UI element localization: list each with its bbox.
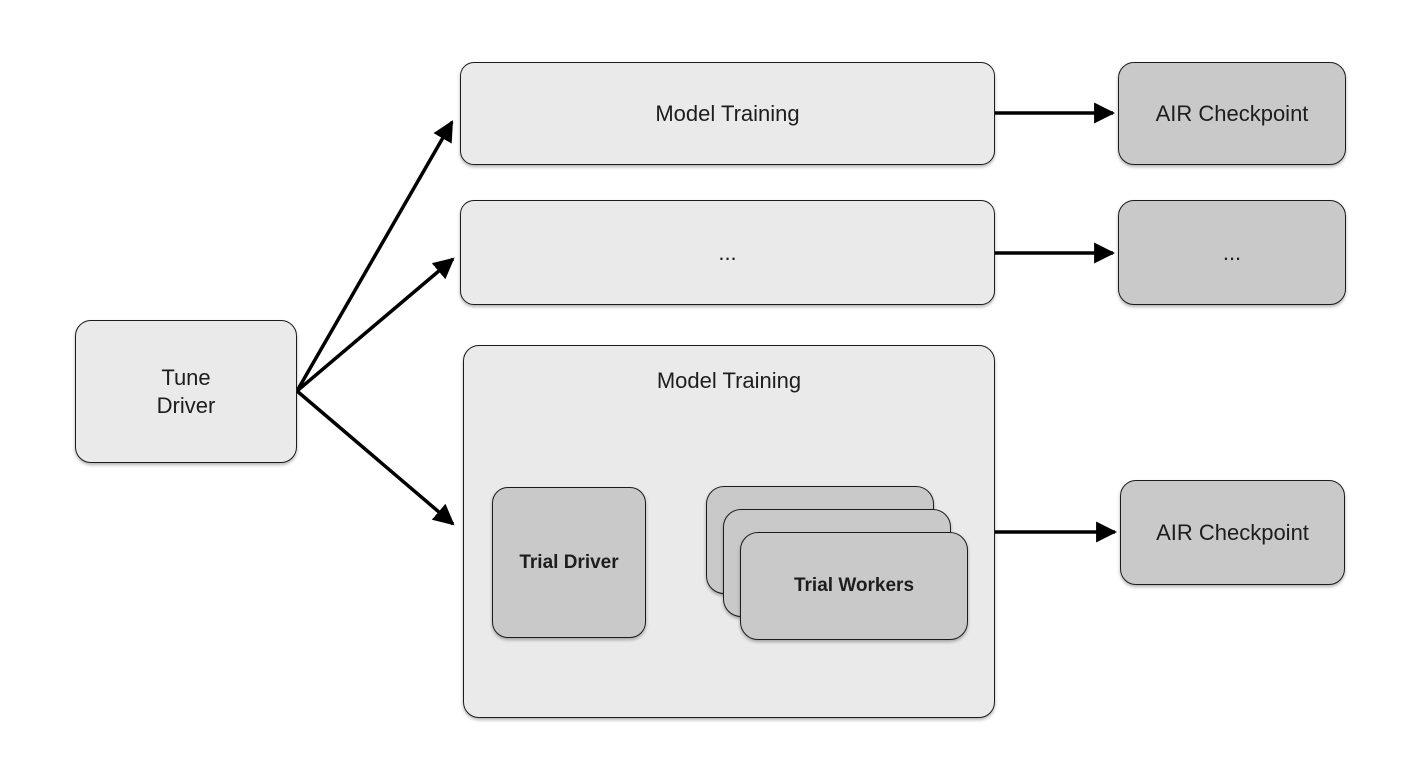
node-checkpoint-ellipsis: ... [1118,200,1346,305]
model-training-top-label: Model Training [655,100,800,126]
node-trial-workers-front: Trial Workers [740,532,968,640]
arrow-tune-to-model-training-group [295,389,455,526]
air-checkpoint-bottom-label: AIR Checkpoint [1156,519,1309,545]
node-tune-driver: Tune Driver [75,320,297,463]
node-air-checkpoint-bottom: AIR Checkpoint [1120,480,1345,585]
air-checkpoint-top-label: AIR Checkpoint [1155,100,1309,126]
node-air-checkpoint-top: AIR Checkpoint [1118,62,1346,165]
trial-workers-label: Trial Workers [793,575,915,597]
trial-row-ellipsis-label: ... [718,239,737,265]
node-trial-driver: Trial Driver [492,487,646,638]
arrow-tune-to-trial-ellipsis [295,257,455,393]
trial-driver-label: Trial Driver [519,551,619,573]
arrow-tune-to-model-training-top [295,120,454,392]
checkpoint-ellipsis-label: ... [1222,239,1242,265]
tune-driver-label: Tune Driver [156,365,216,418]
node-model-training-top: Model Training [460,62,995,165]
model-training-group-label: Model Training [656,368,802,393]
node-trial-row-ellipsis: ... [460,200,995,305]
